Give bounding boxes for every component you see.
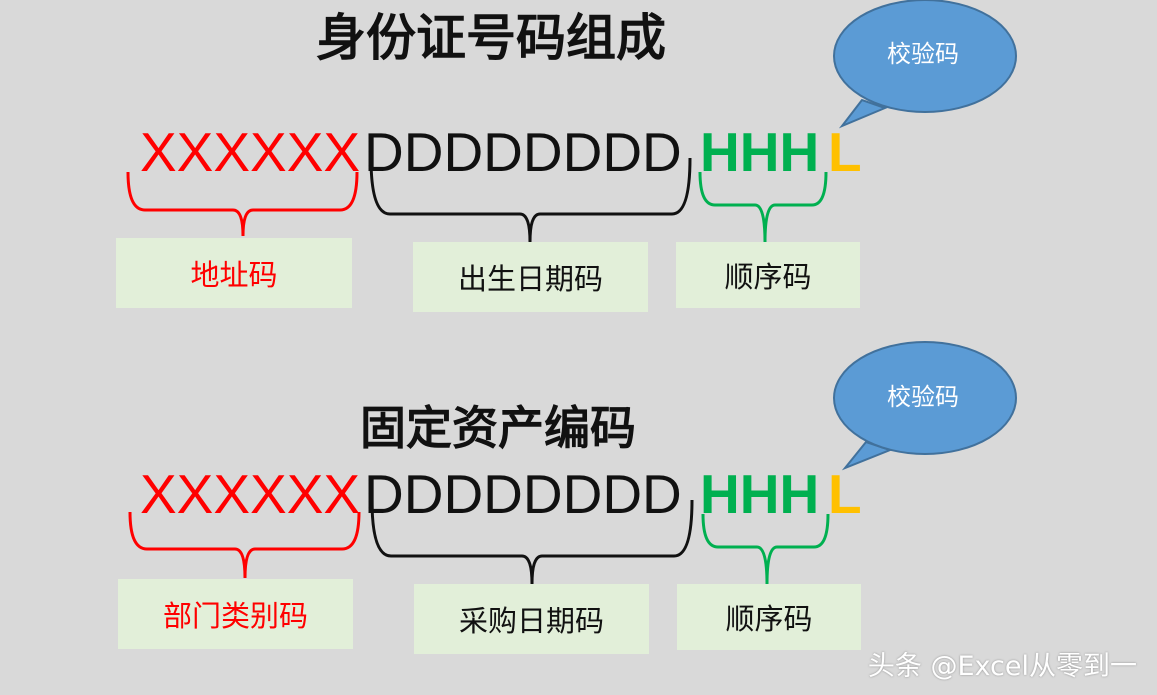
- label-birth-date-code: 出生日期码: [413, 242, 648, 312]
- label-department-category-code: 部门类别码: [118, 579, 353, 649]
- speech-bubble-1: [833, 0, 1017, 129]
- code-h-segment: HHH: [700, 121, 820, 183]
- watermark: 头条 @Excel从零到一: [867, 651, 1137, 682]
- brace-address: [126, 171, 359, 237]
- code-x-segment: XXXXXX: [140, 121, 361, 183]
- label-sequence-code-2: 顺序码: [677, 584, 861, 650]
- bubble-1-label: 校验码: [887, 40, 959, 68]
- code-x-segment: XXXXXX: [140, 463, 361, 525]
- label-address-code: 地址码: [116, 238, 352, 308]
- code-d-segment: DDDDDDDD: [364, 121, 682, 183]
- brace-category: [128, 511, 361, 579]
- code-h-segment: HHH: [700, 463, 820, 525]
- fixed-asset-title: 固定资产编码: [360, 401, 636, 455]
- bubble-1-body: [833, 0, 1017, 113]
- bubble-2-body: [833, 341, 1017, 455]
- label-purchase-date-code: 采购日期码: [414, 584, 649, 654]
- id-card-title: 身份证号码组成: [316, 9, 666, 67]
- code-l-segment: L: [828, 121, 862, 183]
- label-sequence-code-1: 顺序码: [676, 242, 860, 308]
- code-d-segment: DDDDDDDD: [364, 463, 682, 525]
- speech-bubble-2: [833, 341, 1017, 471]
- code-l-segment: L: [828, 463, 862, 525]
- bubble-1-tail: [838, 98, 888, 129]
- bubble-2-label: 校验码: [887, 383, 959, 411]
- id-card-code: XXXXXX DDDDDDDD HHH L: [0, 120, 1157, 184]
- fixed-asset-code: XXXXXX DDDDDDDD HHH L: [0, 462, 1157, 526]
